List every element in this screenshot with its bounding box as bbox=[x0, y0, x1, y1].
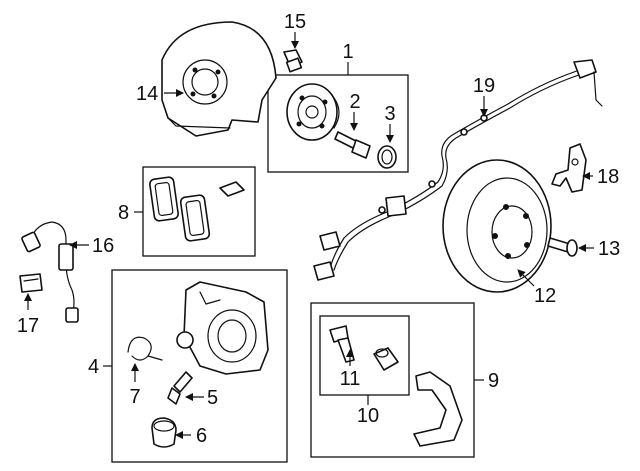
callout-15: 15 bbox=[284, 11, 306, 33]
callout-9: 9 bbox=[488, 370, 499, 392]
guide-pin-kit-box bbox=[319, 315, 410, 396]
callout-14: 14 bbox=[136, 83, 158, 105]
wheel-hub bbox=[286, 83, 340, 141]
dust-shield bbox=[161, 21, 277, 137]
hub-assembly-box bbox=[267, 74, 409, 173]
brake-rotor bbox=[442, 159, 552, 293]
caliper-support bbox=[413, 371, 463, 447]
callout-17: 17 bbox=[17, 315, 39, 337]
callout-19: 19 bbox=[473, 75, 495, 97]
hub-cap bbox=[377, 145, 397, 169]
caliper-spring bbox=[127, 336, 163, 361]
callout-11: 11 bbox=[340, 368, 361, 390]
callout-12: 12 bbox=[534, 285, 556, 307]
mounting-bolt bbox=[283, 49, 303, 73]
callout-13: 13 bbox=[598, 238, 620, 260]
abs-sensor bbox=[551, 143, 587, 193]
callout-16: 16 bbox=[92, 235, 114, 257]
brake-caliper bbox=[176, 281, 269, 375]
callout-3: 3 bbox=[384, 103, 395, 125]
sensor-wiring-harness bbox=[313, 59, 603, 281]
callout-7: 7 bbox=[129, 386, 140, 408]
callout-18: 18 bbox=[597, 166, 619, 188]
hub-bolt bbox=[334, 131, 371, 159]
callout-4: 4 bbox=[88, 356, 99, 378]
brake-hose bbox=[21, 221, 79, 323]
callout-1: 1 bbox=[342, 41, 353, 63]
caliper-boot bbox=[151, 417, 177, 448]
callout-5: 5 bbox=[207, 387, 218, 409]
callout-2: 2 bbox=[349, 91, 360, 113]
brake-pads bbox=[149, 176, 245, 242]
rotor-screw bbox=[547, 237, 578, 257]
guide-bushing bbox=[373, 347, 399, 371]
bleeder-screw bbox=[167, 371, 193, 405]
hose-clip bbox=[19, 273, 43, 293]
callout-10: 10 bbox=[357, 405, 379, 427]
callout-8: 8 bbox=[118, 202, 129, 224]
callout-6: 6 bbox=[196, 425, 207, 447]
